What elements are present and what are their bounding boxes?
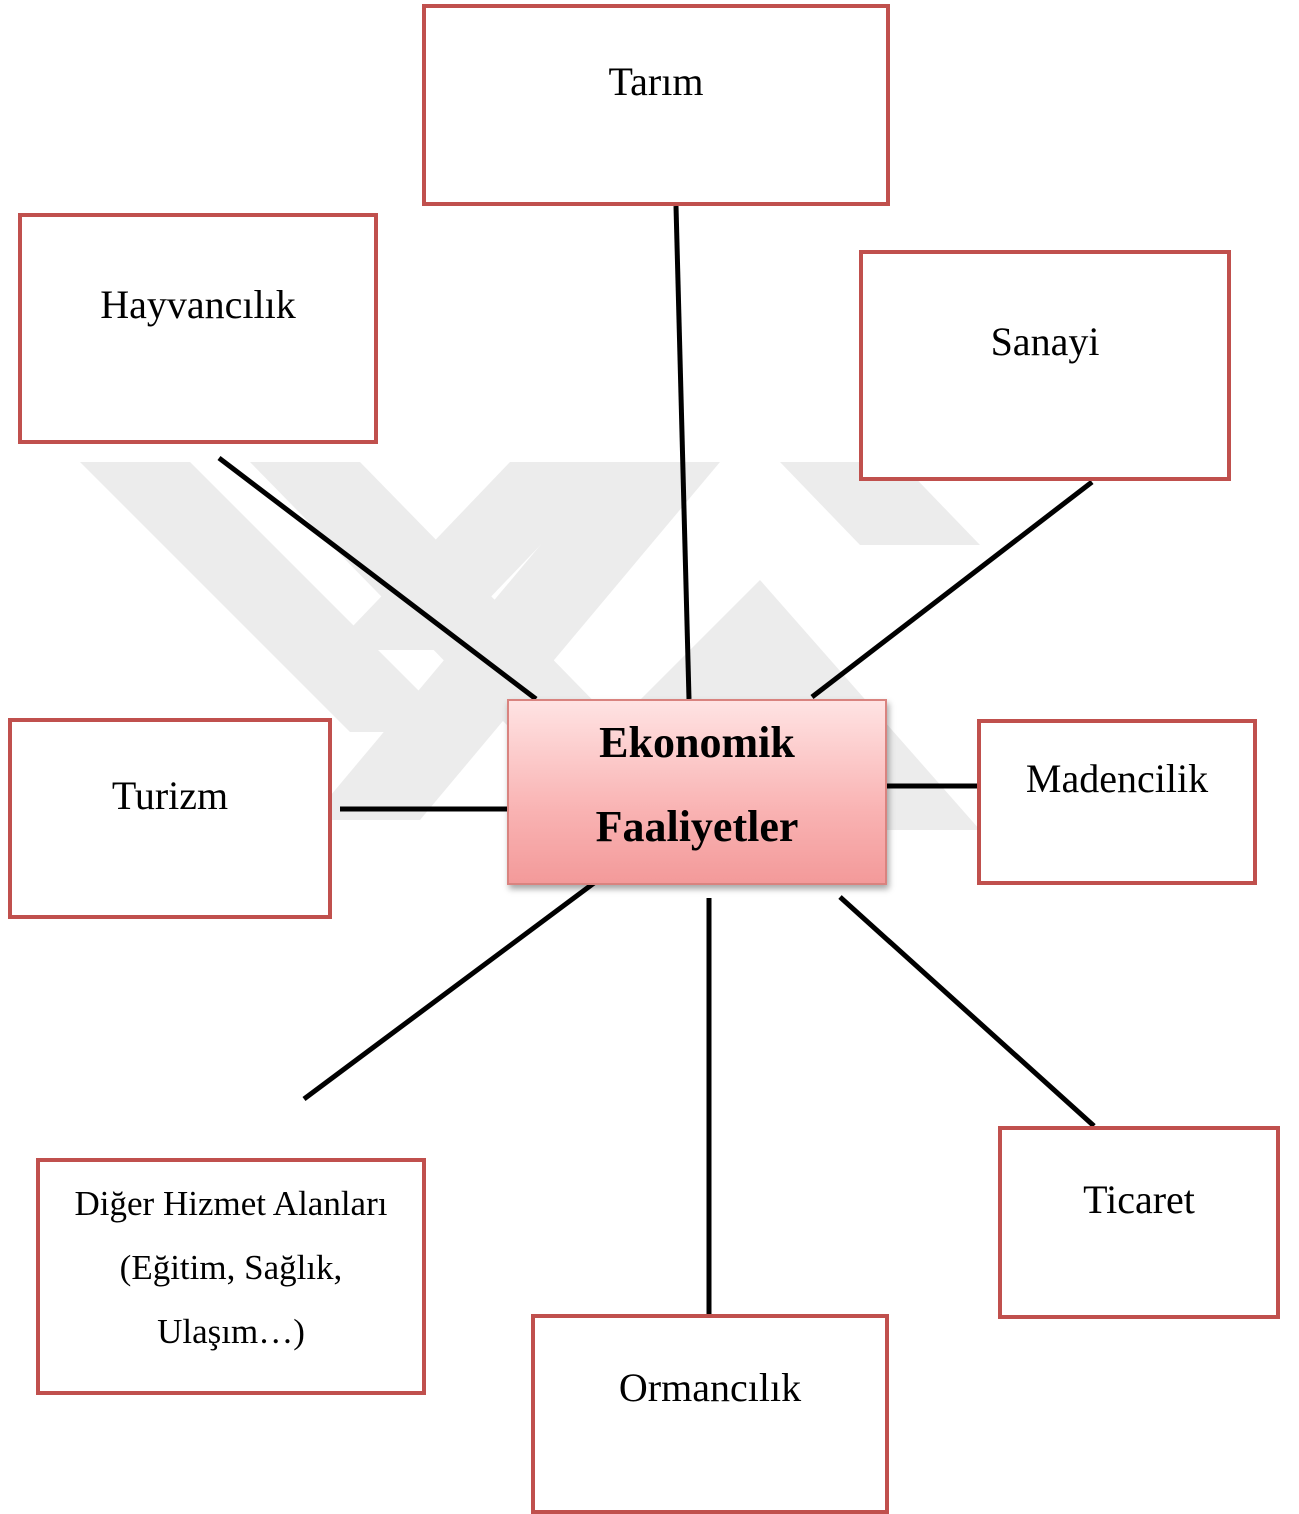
node-ormancilik-label: Ormancılık [618,1365,802,1410]
connector-hayvancilik [217,456,538,701]
center-node-label: Ekonomik Faaliyetler [509,701,885,869]
node-sanayi: Sanayi [859,250,1231,481]
node-hayvancilik: Hayvancılık [18,213,378,444]
node-diger-line-3: Ulaşım…) [157,1312,305,1351]
node-ormancilik: Ormancılık [531,1314,889,1514]
node-ticaret: Ticaret [998,1126,1280,1319]
node-sanayi-label: Sanayi [990,319,1100,364]
center-node-ekonomik-faaliyetler: Ekonomik Faaliyetler [507,699,887,885]
node-diger-line-2: (Eğitim, Sağlık, [119,1248,343,1287]
connector-tarim [673,205,692,700]
node-diger-label: Diğer Hizmet Alanları (Eğitim, Sağlık, U… [40,1172,422,1364]
node-tarim: Tarım [422,4,890,206]
node-ticaret-label: Ticaret [1083,1177,1195,1222]
center-node-line-2: Faaliyetler [595,802,799,851]
center-node-line-1: Ekonomik [599,718,795,767]
node-madencilik-label: Madencilik [1025,756,1209,801]
node-madencilik: Madencilik [977,719,1257,885]
node-turizm-label: Turizm [111,773,229,818]
connector-diger [302,880,596,1102]
connector-sanayi [810,480,1094,699]
node-hayvancilik-label: Hayvancılık [100,282,296,327]
node-tarim-label: Tarım [608,59,704,104]
node-diger-hizmet-alanlari: Diğer Hizmet Alanları (Eğitim, Sağlık, U… [36,1158,426,1395]
connector-ticaret [838,895,1096,1128]
node-turizm: Turizm [8,718,332,919]
node-diger-line-1: Diğer Hizmet Alanları [74,1184,388,1223]
